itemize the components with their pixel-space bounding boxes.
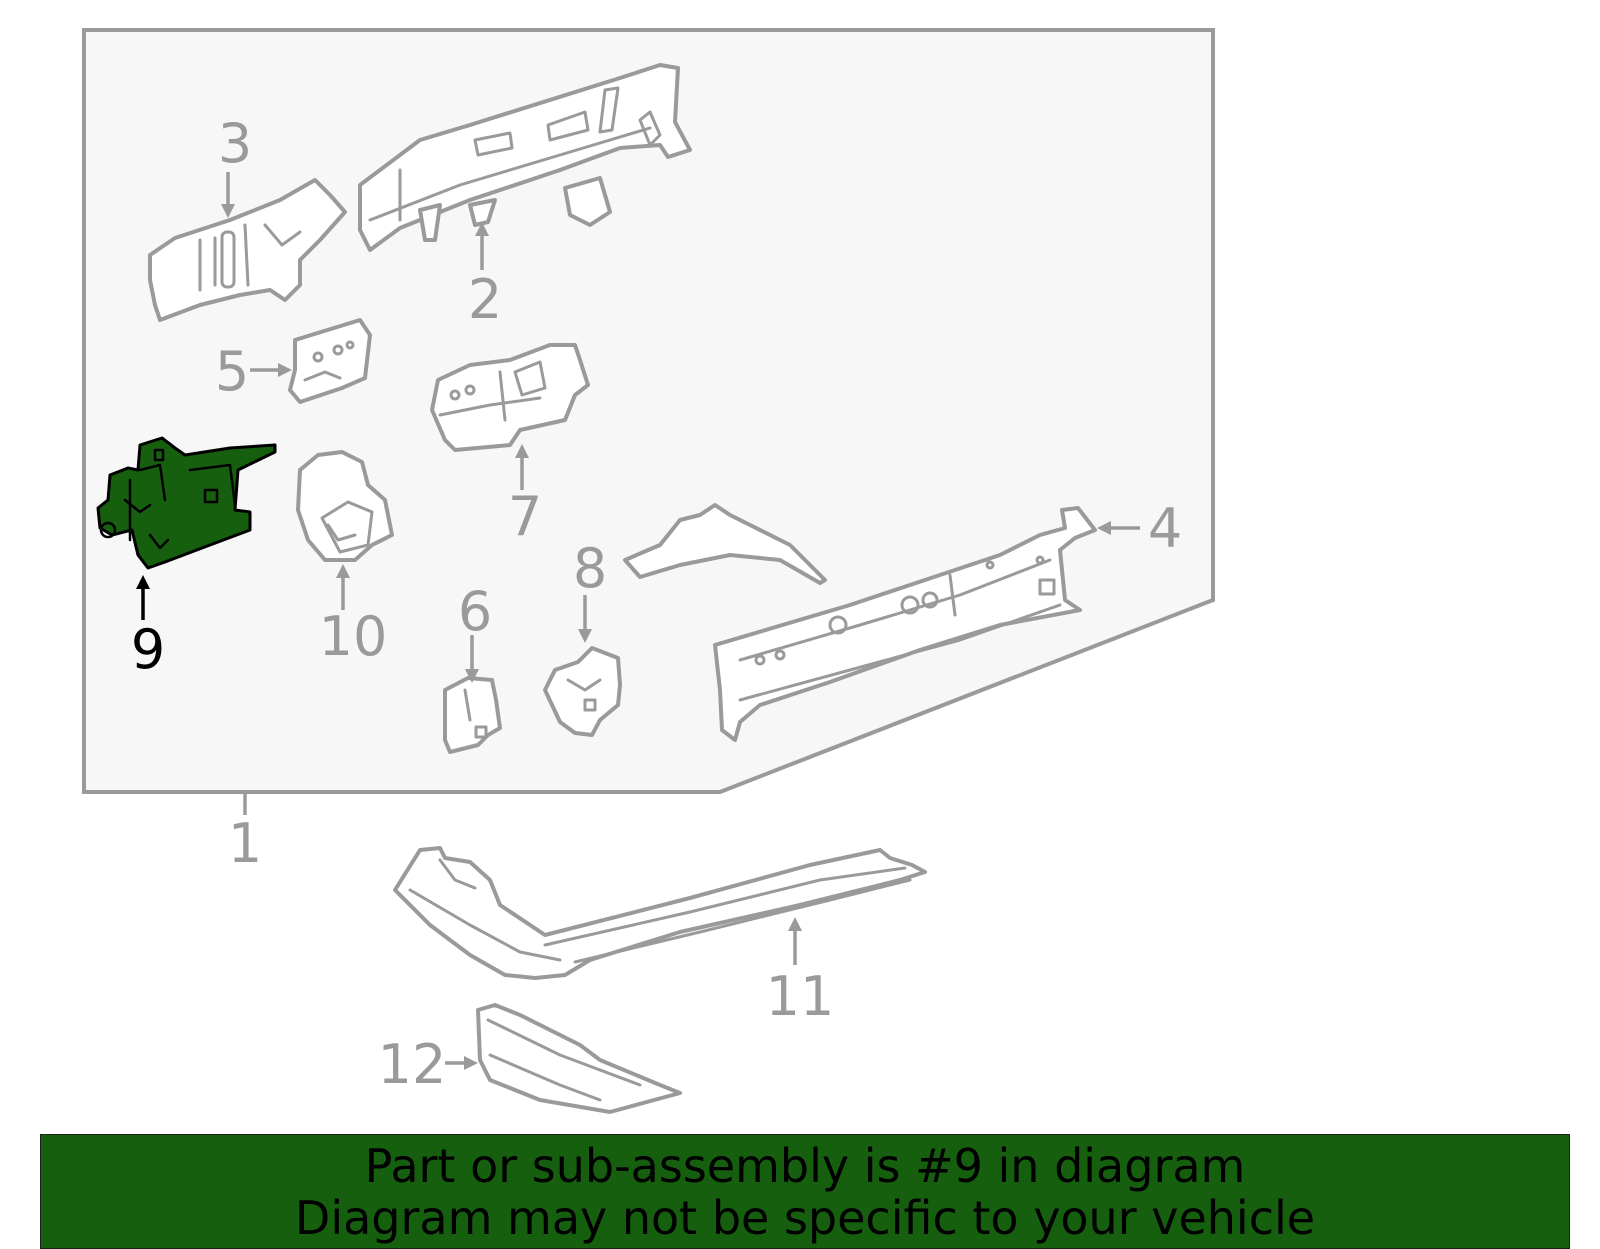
- callout-12: 12: [378, 1033, 447, 1096]
- part-12[interactable]: [476, 1003, 682, 1114]
- callout-3: 3: [218, 112, 252, 175]
- part-4[interactable]: [623, 503, 1097, 742]
- part-9-highlighted[interactable]: [96, 436, 277, 570]
- callout-6: 6: [458, 580, 492, 643]
- callout-10-arrowhead: [336, 564, 350, 578]
- callout-8-arrowhead: [578, 629, 592, 643]
- callout-4-arrowhead: [1097, 521, 1111, 535]
- callout-2-arrowhead: [475, 222, 489, 236]
- banner-line-disclaimer: Diagram may not be specific to your vehi…: [294, 1190, 1316, 1245]
- callout-6-arrowhead: [465, 669, 479, 683]
- part-8[interactable]: [543, 646, 622, 737]
- callout-7: 7: [508, 485, 542, 548]
- part-2[interactable]: [358, 63, 692, 252]
- callout-11-arrowhead: [788, 917, 802, 931]
- part-10[interactable]: [296, 450, 394, 562]
- part-5[interactable]: [288, 318, 372, 404]
- part-3[interactable]: [148, 178, 347, 322]
- callout-1: 1: [228, 812, 262, 875]
- callout-5-arrowhead: [278, 363, 292, 377]
- part-7[interactable]: [430, 343, 590, 452]
- callout-8: 8: [573, 537, 607, 600]
- callout-5: 5: [215, 340, 249, 403]
- info-banner: Part or sub-assembly is #9 in diagram Di…: [40, 1134, 1570, 1249]
- callout-9: 9: [131, 618, 165, 681]
- part-6[interactable]: [443, 676, 502, 754]
- callout-12-arrowhead: [464, 1056, 478, 1070]
- callout-2: 2: [468, 268, 502, 331]
- callout-9-arrowhead: [136, 575, 150, 589]
- callout-7-arrowhead: [515, 444, 529, 458]
- callout-4: 4: [1148, 497, 1182, 560]
- banner-line-part-number: Part or sub-assembly is #9 in diagram: [364, 1138, 1246, 1193]
- callout-3-arrowhead: [221, 204, 235, 218]
- callout-11: 11: [766, 965, 835, 1028]
- callout-10: 10: [319, 605, 388, 668]
- part-11[interactable]: [393, 846, 927, 980]
